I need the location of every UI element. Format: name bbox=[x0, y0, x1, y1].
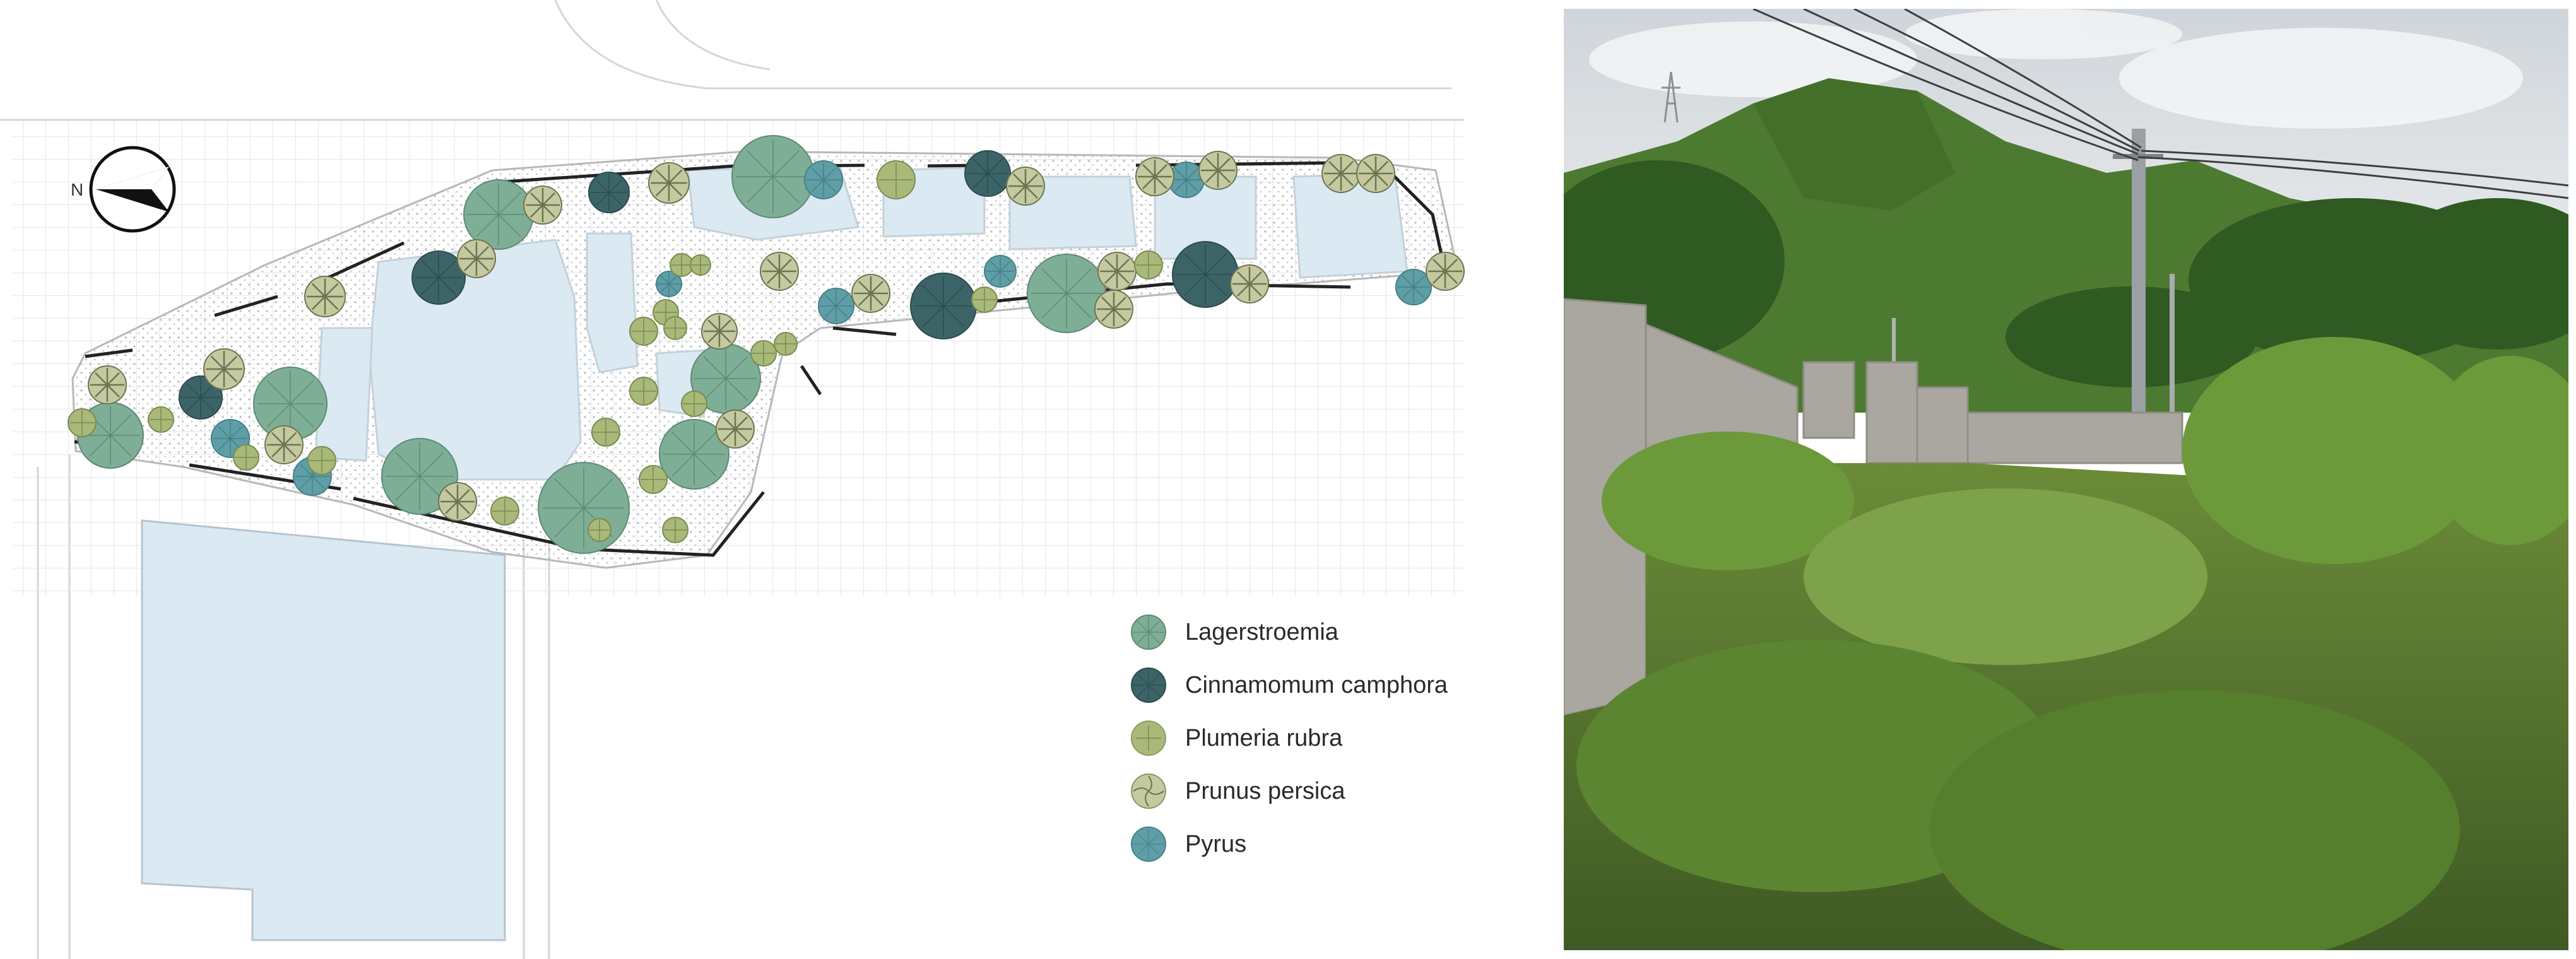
legend-item-lagerstroemia: Lagerstroemia bbox=[1130, 606, 1521, 659]
prunus-persica-tree bbox=[1198, 151, 1238, 190]
legend-item-plumeria-rubra: Plumeria rubra bbox=[1130, 712, 1521, 765]
prunus-persica-tree bbox=[716, 409, 755, 449]
planting-plan-panel: N Lagerstroemia Cinnamomum camphora Plum… bbox=[0, 0, 1521, 959]
cinnamomum-camphora-tree bbox=[588, 172, 630, 213]
plumeria-rubra-tree bbox=[490, 497, 519, 526]
plumeria-rubra-tree bbox=[663, 316, 687, 340]
plumeria-rubra-tree bbox=[971, 286, 998, 313]
plumeria-rubra-tree bbox=[629, 377, 658, 406]
shrubs bbox=[1576, 337, 2568, 950]
lagerstroemia-tree bbox=[253, 367, 328, 441]
plumeria-rubra-tree bbox=[591, 418, 620, 447]
lagerstroemia-tree bbox=[538, 462, 630, 554]
plumeria-rubra-tree bbox=[670, 253, 694, 277]
prunus-persica-tree bbox=[1097, 252, 1137, 291]
legend-item-prunus-persica: Prunus persica bbox=[1130, 765, 1521, 818]
mountain-shadow bbox=[1753, 78, 1955, 211]
legend-label: Prunus persica bbox=[1185, 777, 1345, 804]
plumeria-rubra-tree bbox=[877, 160, 916, 199]
legend-label: Cinnamomum camphora bbox=[1185, 671, 1448, 698]
pyrus-symbol-icon bbox=[1131, 827, 1166, 862]
plumeria-rubra-symbol-icon bbox=[1131, 721, 1166, 756]
prunus-persica-tree bbox=[1426, 252, 1465, 291]
lagerstroemia-tree bbox=[1027, 254, 1106, 333]
adjacent-plot bbox=[141, 519, 506, 941]
lagerstroemia-tree bbox=[731, 135, 815, 218]
plumeria-rubra-tree bbox=[774, 332, 798, 356]
plumeria-rubra-tree bbox=[588, 518, 612, 542]
site-photo bbox=[1564, 9, 2568, 950]
plumeria-rubra-tree bbox=[233, 444, 259, 471]
prunus-persica-tree bbox=[760, 252, 799, 291]
prunus-persica-tree bbox=[648, 162, 690, 204]
prunus-persica-tree bbox=[457, 239, 496, 278]
site-photo-illustration bbox=[1564, 9, 2568, 950]
pyrus-tree bbox=[1168, 162, 1205, 198]
prunus-persica-tree bbox=[1094, 290, 1133, 329]
tree-symbols bbox=[68, 135, 1465, 554]
prunus-persica-tree bbox=[1230, 264, 1269, 303]
plumeria-rubra-tree bbox=[148, 406, 174, 433]
lagerstroemia-tree bbox=[381, 438, 458, 515]
pyrus-tree bbox=[1395, 269, 1432, 305]
power-lines bbox=[1752, 9, 2568, 199]
pyrus-tree bbox=[818, 288, 854, 324]
cinnamomum-camphora-tree bbox=[910, 273, 977, 339]
plumeria-rubra-tree bbox=[68, 408, 97, 437]
legend-label: Pyrus bbox=[1185, 830, 1247, 857]
cinnamomum-camphora-symbol-icon bbox=[1131, 668, 1166, 703]
plumeria-rubra-tree bbox=[750, 340, 777, 367]
pyrus-tree bbox=[804, 160, 843, 199]
prunus-persica-tree bbox=[523, 185, 562, 225]
pyrus-tree bbox=[656, 271, 682, 297]
cinnamomum-camphora-tree bbox=[1172, 241, 1239, 308]
prunus-persica-tree bbox=[851, 274, 890, 313]
north-arrow: N bbox=[71, 146, 176, 233]
lagerstroemia-tree bbox=[463, 179, 534, 250]
plumeria-rubra-tree bbox=[681, 391, 707, 417]
prunus-persica-tree bbox=[88, 365, 127, 404]
prunus-persica-tree bbox=[1356, 154, 1395, 193]
cinnamomum-camphora-tree bbox=[411, 250, 466, 305]
prunus-persica-tree bbox=[203, 348, 245, 390]
species-legend: Lagerstroemia Cinnamomum camphora Plumer… bbox=[1130, 606, 1521, 871]
plumeria-rubra-tree bbox=[629, 317, 658, 346]
prunus-persica-tree bbox=[1006, 167, 1045, 206]
legend-item-cinnamomum-camphora: Cinnamomum camphora bbox=[1130, 659, 1521, 712]
prunus-persica-tree bbox=[264, 425, 304, 464]
legend-label: Plumeria rubra bbox=[1185, 724, 1343, 751]
prunus-persica-tree bbox=[438, 482, 477, 521]
planting-plan-map: N bbox=[0, 0, 1465, 959]
plumeria-rubra-tree bbox=[639, 465, 668, 494]
lagerstroemia-symbol-icon bbox=[1131, 615, 1166, 650]
prunus-persica-tree bbox=[1321, 154, 1361, 193]
prunus-persica-tree bbox=[701, 313, 738, 350]
cinnamomum-camphora-tree bbox=[964, 150, 1011, 197]
prunus-persica-symbol-icon bbox=[1131, 774, 1166, 809]
transmission-tower bbox=[1662, 71, 1681, 123]
legend-item-pyrus: Pyrus bbox=[1130, 818, 1521, 871]
prunus-persica-tree bbox=[304, 276, 346, 317]
plumeria-rubra-tree bbox=[307, 446, 336, 475]
prunus-persica-tree bbox=[1135, 157, 1174, 196]
plumeria-rubra-tree bbox=[1134, 250, 1163, 279]
lagerstroemia-tree bbox=[659, 419, 730, 490]
plumeria-rubra-tree bbox=[690, 254, 711, 276]
cinnamomum-camphora-tree bbox=[179, 375, 223, 420]
north-arrow-label: N bbox=[71, 180, 83, 199]
plumeria-rubra-tree bbox=[662, 517, 688, 543]
legend-label: Lagerstroemia bbox=[1185, 618, 1338, 645]
pyrus-tree bbox=[984, 255, 1017, 288]
